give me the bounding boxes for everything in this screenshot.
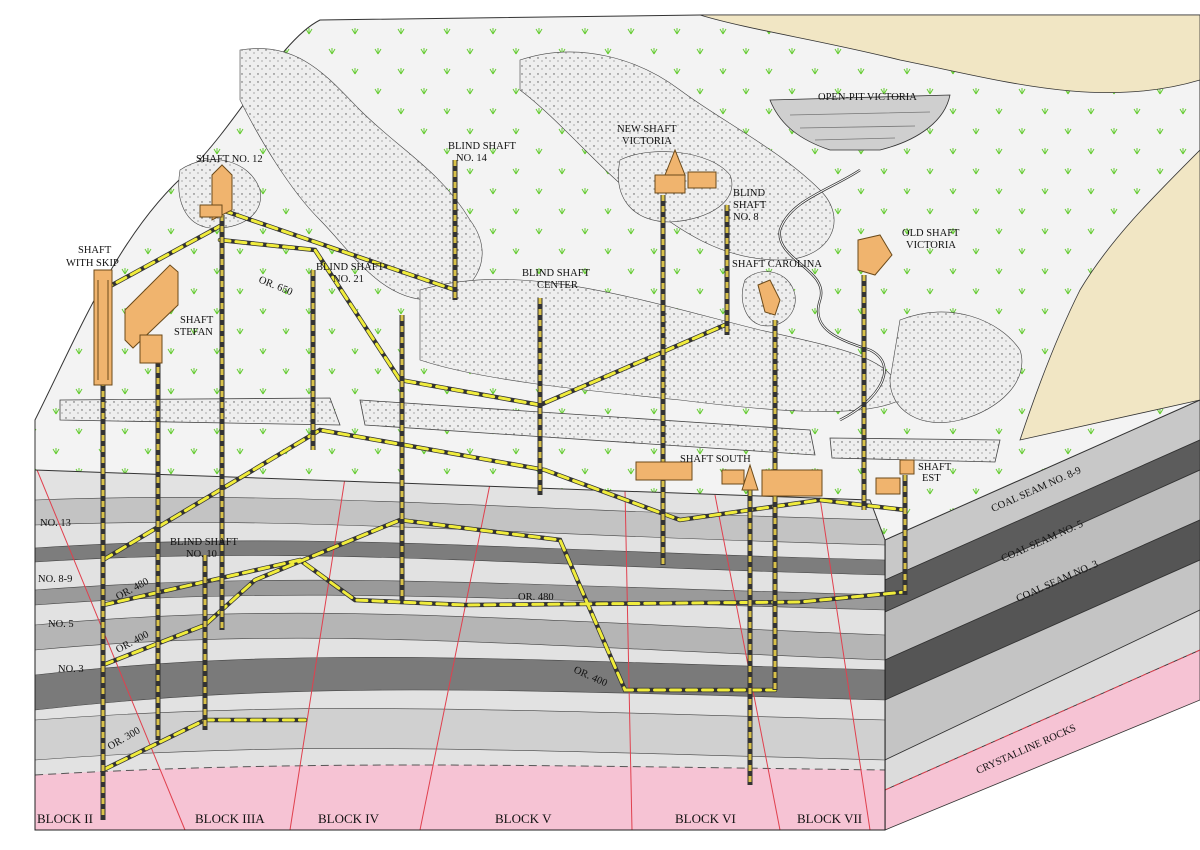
label-shaft-with-skip-line2: WITH SKIP (66, 258, 119, 269)
block-labels: BLOCK II BLOCK IIIA BLOCK IV BLOCK V BLO… (37, 811, 862, 826)
label-blind-shaft-no21-line1: BLIND SHAFT (316, 262, 385, 273)
label-blind-shaft-no14-line1: BLIND SHAFT (448, 141, 517, 152)
label-new-shaft-victoria-line2: VICTORIA (622, 136, 672, 147)
label-blind-shaft-center-line1: BLIND SHAFT (522, 268, 591, 279)
block-label: BLOCK V (495, 811, 552, 826)
label-seam-no3: NO. 3 (58, 664, 84, 675)
label-shaft-est-line1: SHAFT (918, 462, 952, 473)
block-label: BLOCK VII (797, 811, 862, 826)
label-blind-shaft-no10-line1: BLIND SHAFT (170, 537, 239, 548)
label-seam-no89: NO. 8-9 (38, 574, 72, 585)
surface-terrain (34, 14, 1200, 541)
surface-labels: OPEN-PIT VICTORIA SHAFT NO. 12 BLIND SHA… (66, 92, 960, 484)
label-old-shaft-victoria-line2: VICTORIA (906, 240, 956, 251)
label-blind-shaft-no14-line2: NO. 14 (456, 153, 488, 164)
label-old-shaft-victoria-line1: OLD SHAFT (902, 228, 960, 239)
shaft-est-buildings (875, 459, 915, 495)
shaft-with-skip-tower (93, 269, 113, 386)
surface-buildings (93, 148, 915, 497)
shafts (100, 160, 908, 820)
block-label: BLOCK IIIA (195, 811, 265, 826)
block-label: BLOCK IV (318, 811, 380, 826)
label-shaft-with-skip-line1: SHAFT (78, 245, 112, 256)
label-shaft-south: SHAFT SOUTH (680, 454, 751, 465)
label-blind-shaft-center-line2: CENTER (537, 280, 578, 291)
block-label: BLOCK II (37, 811, 93, 826)
block-label: BLOCK VI (675, 811, 736, 826)
label-seam-no5: NO. 5 (48, 619, 74, 630)
label-shaft-stefan-line1: SHAFT (180, 315, 214, 326)
label-or480-mid: OR. 480 (518, 592, 554, 603)
label-blind-shaft-no8-line3: NO. 8 (733, 212, 759, 223)
label-blind-shaft-no8-line1: BLIND (733, 188, 765, 199)
shaft-south-buildings (635, 461, 823, 497)
label-open-pit-victoria: OPEN-PIT VICTORIA (818, 92, 917, 103)
label-blind-shaft-no21-line2: NO. 21 (333, 274, 364, 285)
label-shaft-carolina: SHAFT CAROLINA (732, 259, 822, 270)
front-cross-section (34, 459, 886, 831)
shaft-no12-headframe (199, 164, 233, 221)
label-shaft-est-line2: EST (922, 473, 941, 484)
label-blind-shaft-no10-line2: NO. 10 (186, 549, 217, 560)
shaft-carolina-headframe (757, 279, 781, 316)
old-shaft-victoria-headframe (857, 234, 893, 276)
label-shaft-no12: SHAFT NO. 12 (196, 154, 263, 165)
new-shaft-victoria-buildings (654, 148, 717, 194)
label-shaft-stefan-line2: STEFAN (174, 327, 213, 338)
shaft-stefan-buildings (124, 264, 179, 364)
label-seam-no13: NO. 13 (40, 518, 71, 529)
label-new-shaft-victoria-line1: NEW SHAFT (617, 124, 677, 135)
label-blind-shaft-no8-line2: SHAFT (733, 200, 767, 211)
